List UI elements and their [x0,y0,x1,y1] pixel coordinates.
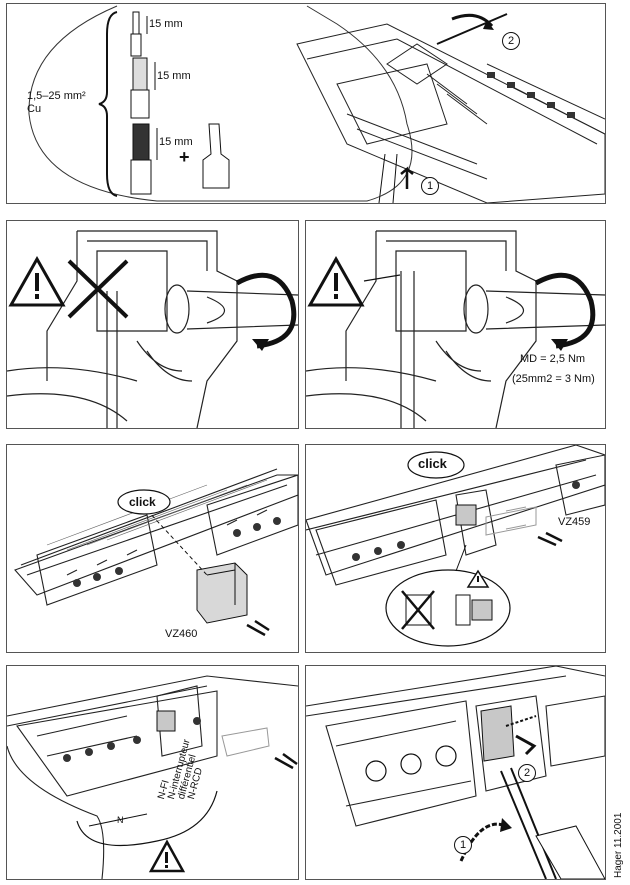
wire-stripping-illustration [28,5,605,203]
label-n: N [117,815,124,825]
material-label: Cu [27,103,42,115]
click-label: click [129,495,156,509]
panel-wire-stripping: 15 mm 15 mm 15 mm 1,5–25 mm² Cu + 2 1 [6,3,606,204]
torque-value: MD = 2,5 Nm [520,353,586,365]
strip-length-3: 15 mm [159,136,193,148]
panel-release-module: 2 1 [305,665,606,880]
panel-vz460-fitting: click VZ460 [6,444,299,653]
wrong-insertion-illustration [7,230,298,428]
panel-wrong-insertion [6,220,299,429]
panel-correct-insertion: MD = 2,5 Nm (25mm2 = 3 Nm) [305,220,606,429]
correct-insertion-illustration [306,230,605,428]
vz460-illustration [14,468,298,637]
part-vz459: VZ459 [558,516,591,528]
strip-length-2: 15 mm [157,70,191,82]
step-1-marker: 1 [421,177,439,195]
vz459-illustration [306,445,605,647]
step-2-marker: 2 [502,32,520,50]
torque-value-25mm: (25mm2 = 3 Nm) [512,373,595,385]
click-label: click [418,456,447,471]
panel-vz459-fitting: click VZ459 [305,444,606,653]
cross-section-label: 1,5–25 mm² [27,90,86,102]
brand-date-label: Hager 11.2001 [613,812,624,878]
neutral-terminal-illustration [7,675,298,879]
plus-sign: + [179,147,190,167]
step-1-marker: 1 [454,836,472,854]
strip-length-1: 15 mm [149,18,183,30]
step-2-marker: 2 [518,764,536,782]
panel-neutral-terminal: N-FI N-interrupteur différentiel N-RCD N [6,665,299,880]
part-vz460: VZ460 [165,628,198,640]
